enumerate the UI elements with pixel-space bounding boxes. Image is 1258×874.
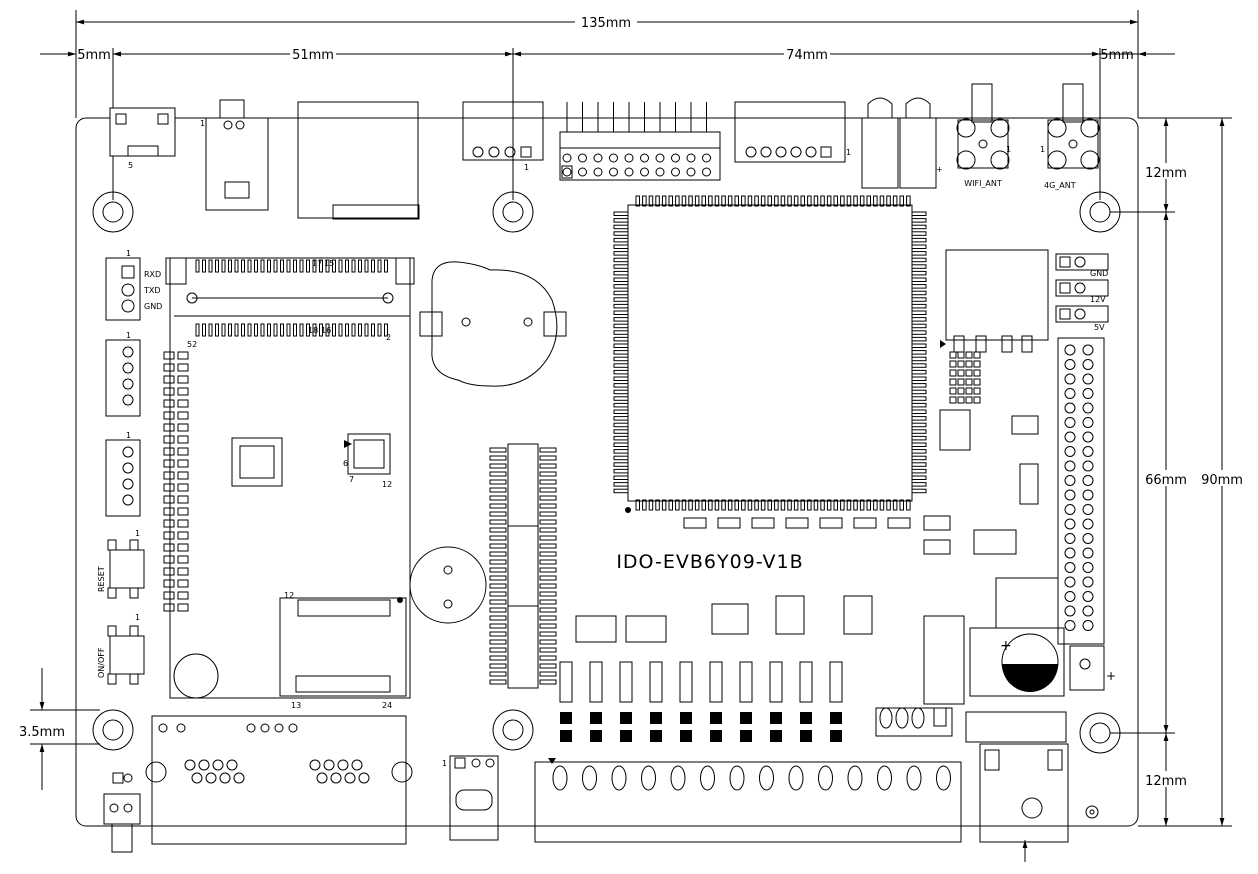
- mounting-hole-top-right: [1079, 191, 1121, 233]
- dc-power-jack: [965, 711, 1069, 843]
- onoff-label: ON/OFF: [97, 647, 106, 678]
- main-soc-chip: [613, 195, 927, 513]
- onoff-pin-1-label: 1: [135, 613, 140, 622]
- wifi-pin-1-label: 1: [1006, 145, 1011, 154]
- dual-row-pin-header: [1057, 337, 1105, 645]
- terminal-plus-label: +: [1106, 669, 1116, 683]
- smd-filled-pads: [560, 712, 842, 742]
- round-component-left: [173, 653, 219, 699]
- mounting-hole-bottom-left: [92, 709, 134, 751]
- sd-pin-13: 13: [291, 701, 301, 710]
- power-jumpers: GND 12V 5V: [1055, 253, 1109, 332]
- mounting-hole-bottom-mid: [492, 709, 534, 751]
- sd-card-slot: 12 13 24: [279, 591, 407, 710]
- small-conn-pin-1: 1: [442, 759, 447, 768]
- slot-pin-17: 17: [312, 259, 322, 268]
- uart-gnd-label: GND: [144, 302, 162, 311]
- wifi-module: [940, 249, 1049, 353]
- dim-label-51mm: 51mm: [292, 48, 334, 63]
- bottom-left-jack: [103, 772, 141, 853]
- header-4pin-label-1: 1: [524, 163, 529, 172]
- side-conn-1-pin-label: 1: [126, 331, 131, 340]
- power-terminal-small: +: [1069, 645, 1116, 691]
- coin-battery-holder: [419, 261, 567, 387]
- mounting-holes: [92, 191, 1121, 754]
- dimension-annotations: 135mm 5mm 51mm 74mm 5mm 12mm 66mm: [19, 10, 1246, 862]
- qfn2-pin-7: 7: [349, 475, 354, 484]
- jumper-gnd-label: GND: [1090, 269, 1108, 278]
- sd-pin-24: 24: [382, 701, 392, 710]
- led-plus-label: +: [936, 165, 943, 174]
- side-conn-2-pin-label: 1: [126, 431, 131, 440]
- mounting-hole-bottom-right: [1079, 712, 1121, 754]
- dim-label-12mm-bottom: 12mm: [1145, 774, 1187, 789]
- qfn-chip-2: 6 7 12: [343, 433, 392, 489]
- terminal-block-14pin: [534, 758, 962, 843]
- wifi-antenna-connector: WIFI_ANT 1: [956, 83, 1011, 188]
- lte-module-slot: 17 15 18 16 2 52: [165, 257, 415, 699]
- dim-label-5mm-right: 5mm: [1100, 48, 1134, 63]
- dim-label-66mm: 66mm: [1145, 473, 1187, 488]
- reset-button[interactable]: RESET 1: [97, 529, 145, 599]
- 4g-antenna-connector: 4G_ANT 1: [1040, 83, 1100, 190]
- slot-pin-52: 52: [187, 340, 197, 349]
- reset-pin-1-label: 1: [135, 529, 140, 538]
- sd-pin-12: 12: [284, 591, 294, 600]
- smd-pad-array: [163, 351, 1059, 703]
- header-10pin-right-angle: [559, 102, 721, 181]
- dim-label-12mm-top: 12mm: [1145, 166, 1187, 181]
- uart-header: RXD TXD GND 1: [105, 249, 162, 321]
- reset-label: RESET: [97, 566, 106, 592]
- rj45-pin-1-label: 1: [200, 119, 205, 128]
- jumper-12v-label: 12V: [1090, 295, 1106, 304]
- qfn-chip-1: [231, 437, 283, 487]
- side-connector-2: 1: [105, 431, 141, 517]
- header-6pin-top: 1: [734, 101, 851, 163]
- cap-plus-label: +: [1000, 638, 1012, 654]
- header-4pin-top: 1: [462, 101, 544, 172]
- micro-usb-connector: 5: [109, 107, 176, 170]
- uart-pin-1-label: 1: [126, 249, 131, 258]
- mounting-hole-top-left: [92, 191, 134, 233]
- dim-label-135mm: 135mm: [581, 16, 631, 31]
- wifi-ant-label: WIFI_ANT: [964, 179, 1002, 188]
- fiducial-mark: [1085, 805, 1099, 819]
- dim-label-90mm: 90mm: [1201, 473, 1243, 488]
- board-outline: [75, 117, 1139, 827]
- qfn2-pin-12: 12: [382, 480, 392, 489]
- usb-pin-5-label: 5: [128, 161, 133, 170]
- sim-card-holder: [297, 101, 420, 220]
- electrolytic-capacitor: +: [969, 627, 1065, 697]
- power-inductor: [923, 615, 965, 705]
- rj45-jack-top: 1: [200, 99, 269, 211]
- uart-txd-label: TXD: [143, 286, 161, 295]
- mounting-hole-top-mid: [492, 191, 534, 233]
- led-pair-top: +: [861, 97, 943, 189]
- 4g-pin-1-label: 1: [1040, 145, 1045, 154]
- dim-label-74mm: 74mm: [786, 48, 828, 63]
- slot-pin-2: 2: [386, 333, 391, 342]
- jumper-5v-label: 5V: [1094, 323, 1105, 332]
- dim-label-3-5mm: 3.5mm: [19, 725, 65, 740]
- dual-rj45-bottom: [145, 715, 413, 845]
- 4g-ant-label: 4G_ANT: [1044, 181, 1076, 190]
- onoff-button[interactable]: ON/OFF 1: [97, 613, 145, 685]
- qfn2-pin-6: 6: [343, 459, 348, 468]
- dip-chip-stack: [489, 443, 557, 689]
- header-4pin-bottom: [875, 707, 953, 737]
- side-connector-1: 1: [105, 331, 141, 417]
- small-connector-bottom: 1: [442, 755, 499, 841]
- dim-label-5mm-left: 5mm: [77, 48, 111, 63]
- buzzer: [409, 546, 487, 624]
- uart-rxd-label: RXD: [144, 270, 161, 279]
- board-name-label: IDO-EVB6Y09-V1B: [616, 551, 803, 573]
- header-6pin-label-1: 1: [846, 148, 851, 157]
